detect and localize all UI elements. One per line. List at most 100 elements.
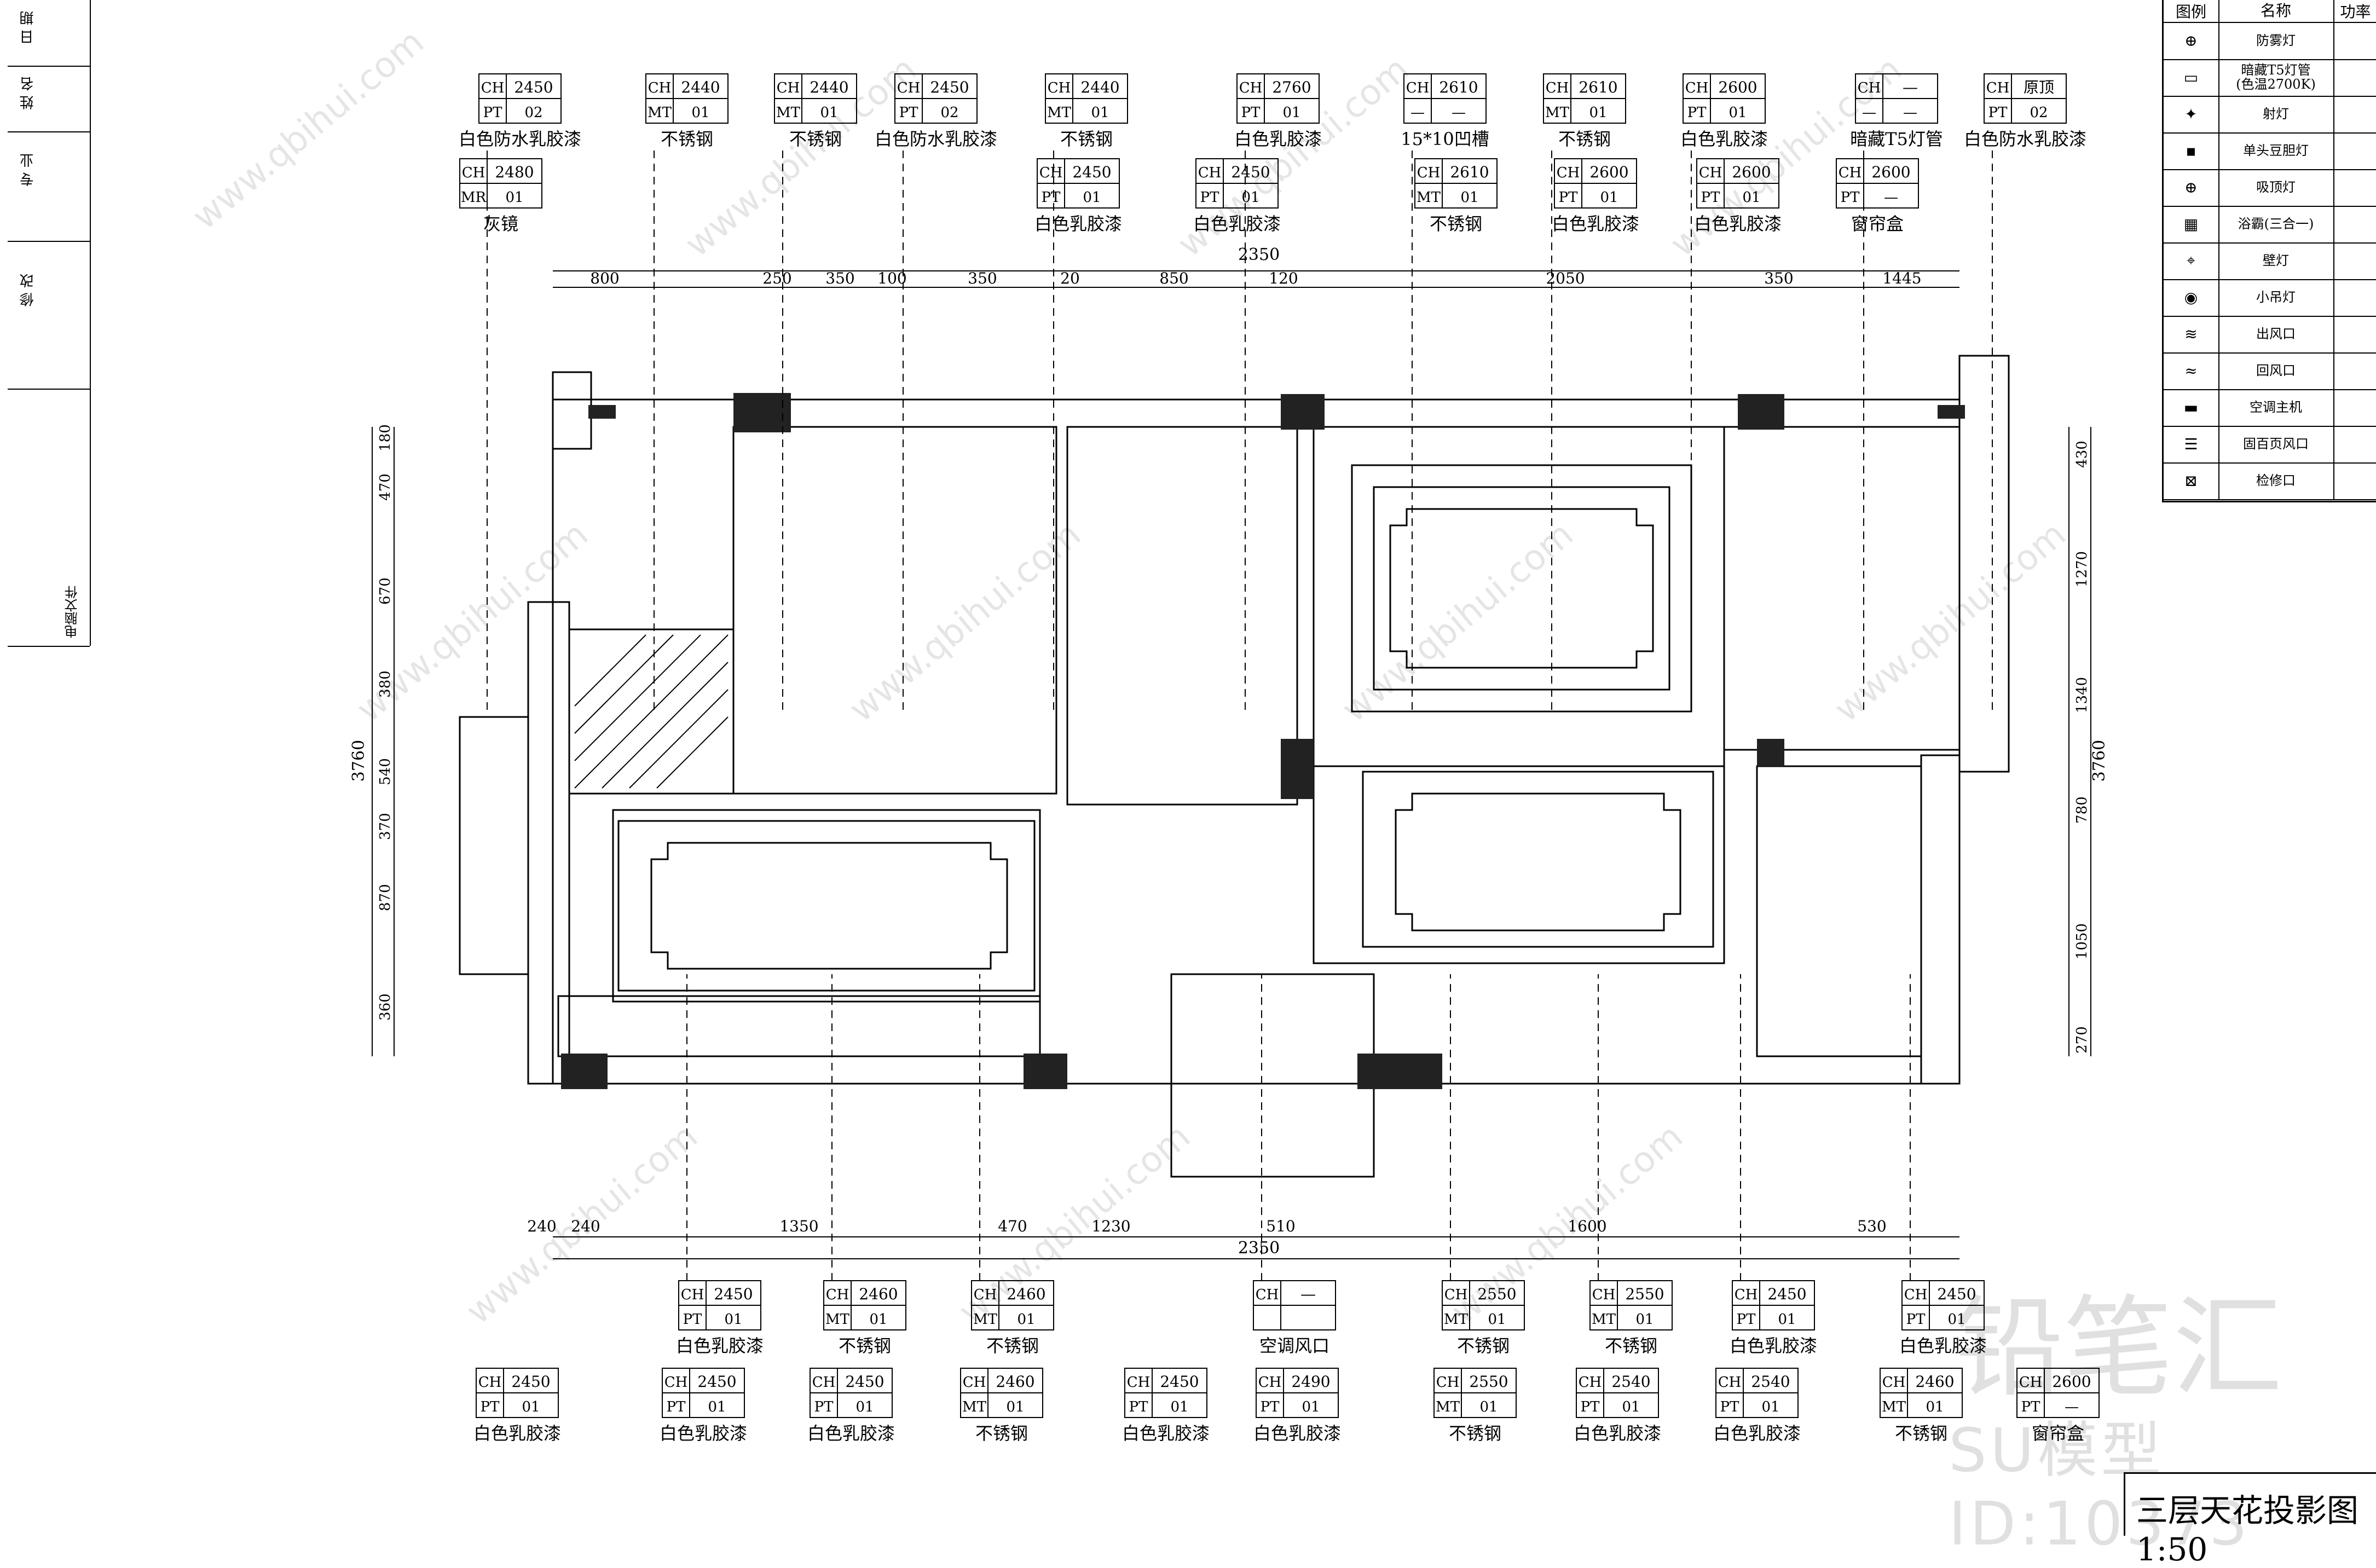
- louver-vent-strip: [557, 995, 1041, 1057]
- tag-material-number: 01: [1460, 189, 1478, 206]
- tag-description: 白色乳胶漆: [660, 1423, 747, 1444]
- tag-ch-value: 2610: [1439, 78, 1478, 96]
- living-room: [612, 809, 1041, 1003]
- material-tag: CH———暗藏T5灯管: [1850, 73, 1943, 149]
- bottom-segment-dimension: 530: [1857, 1217, 1886, 1235]
- tag-description: 白色防水乳胶漆: [1964, 129, 2086, 149]
- tag-material-number: 01: [1778, 1311, 1796, 1328]
- tag-material-number: 01: [1488, 1311, 1506, 1328]
- tag-description: 不锈钢: [1430, 213, 1482, 234]
- tag-material-code: MT: [1592, 1311, 1616, 1328]
- revision-cell-discipline: 专 业: [8, 131, 90, 242]
- tag-ch-value: 2450: [1072, 163, 1111, 181]
- left-segment-dimension: 870: [377, 884, 394, 911]
- tag-material-code: MT: [1436, 1399, 1460, 1415]
- legend-item-name: 暗藏T5灯管 (色温2700K): [2218, 59, 2334, 96]
- top-segment-dimension: 2050: [1546, 269, 1585, 287]
- tag-material-code: MT: [1444, 1311, 1469, 1328]
- legend-item-name: 小吊灯: [2218, 279, 2334, 316]
- right-segment-dimension: 270: [2074, 1026, 2090, 1054]
- bathroom-room: [732, 426, 1057, 795]
- bottom-segment-dimension: 1350: [779, 1217, 818, 1235]
- legend-row: ◉小吊灯: [2164, 279, 2376, 317]
- legend-row: ⊕吸顶灯: [2164, 169, 2376, 207]
- t5-tube-icon: ▭: [2164, 59, 2219, 96]
- tag-ch-value: 2550: [1469, 1373, 1508, 1391]
- top-segment-dimension: 20: [1060, 269, 1080, 287]
- tag-ch-value: 2450: [697, 1373, 736, 1391]
- tag-ch-label: CH: [1718, 1374, 1742, 1391]
- tag-ch-label: CH: [1239, 80, 1263, 96]
- tag-ch-label: CH: [1406, 80, 1430, 96]
- tag-ch-value: 2440: [681, 78, 720, 96]
- study-room: [1313, 765, 1725, 964]
- tag-material-number: 01: [1479, 1399, 1498, 1415]
- left-bay-window: [459, 716, 529, 975]
- legend-row: ⌖壁灯: [2164, 242, 2376, 280]
- tag-ch-value: 2450: [514, 78, 553, 96]
- legend-header-name: 名称: [2218, 0, 2334, 22]
- tag-material-code: PT: [1906, 1311, 1926, 1328]
- tag-ch-label: CH: [1127, 1374, 1151, 1391]
- left-segment-dimension: 380: [377, 670, 394, 698]
- closet-room: [1756, 765, 1922, 1057]
- legend-row: ▪单头豆胆灯: [2164, 132, 2376, 170]
- legend-row: ▦浴霸(三合一): [2164, 205, 2376, 244]
- tag-ch-value: 2610: [1450, 163, 1489, 181]
- legend-row: ⊕防雾灯: [2164, 22, 2376, 60]
- left-total-dimension: 3760: [349, 740, 368, 782]
- tag-ch-value: 2450: [511, 1373, 550, 1391]
- tag-material-code: PT: [1129, 1399, 1148, 1415]
- legend-item-name: 吸顶灯: [2218, 169, 2334, 206]
- tag-material-code: PT: [1241, 105, 1261, 121]
- legend-item-name: 回风口: [2218, 352, 2334, 389]
- tag-ch-label: CH: [1735, 1287, 1758, 1303]
- tag-ch-label: CH: [1986, 80, 2010, 96]
- tag-ch-label: CH: [897, 80, 921, 96]
- tag-material-code: PT: [1042, 189, 1061, 206]
- legend-row: ✦射灯: [2164, 95, 2376, 134]
- tag-material-code: MT: [1047, 105, 1072, 121]
- tag-description: 不锈钢: [1060, 129, 1113, 149]
- tag-ch-value: 2450: [1231, 163, 1270, 181]
- top-segment-dimension: 350: [968, 269, 997, 287]
- tag-material-number: 01: [1600, 189, 1618, 206]
- ceiling-lamp-icon: ⊕: [2164, 169, 2219, 206]
- tag-ch-label: CH: [1444, 1287, 1468, 1303]
- legend-item-name: 固百页风口: [2218, 425, 2334, 462]
- tag-material-number: 01: [1728, 105, 1747, 121]
- tag-ch-value: 2450: [1160, 1373, 1199, 1391]
- tag-material-number: 01: [1091, 105, 1109, 121]
- left-bay: [527, 601, 570, 1085]
- right-window: [1958, 355, 2010, 773]
- tag-material-number: —: [2065, 1399, 2079, 1415]
- left-segment-dimension: 670: [377, 577, 394, 605]
- tag-ch-value: —: [1300, 1285, 1316, 1303]
- tag-description: 白色防水乳胶漆: [459, 129, 581, 149]
- tag-description: 白色乳胶漆: [1193, 213, 1281, 234]
- tag-ch-value: 2490: [1291, 1373, 1330, 1391]
- tag-ch-value: 2540: [1611, 1373, 1650, 1391]
- louver-vent-icon: ☰: [2164, 425, 2219, 462]
- tag-ch-value: 2450: [1767, 1285, 1806, 1303]
- tag-ch-value: 2460: [1007, 1285, 1045, 1303]
- legend-item-name: 防雾灯: [2218, 22, 2334, 59]
- left-segment-dimension: 370: [377, 813, 394, 840]
- tag-ch-label: CH: [478, 1374, 502, 1391]
- access-hatch-icon: ⊠: [2164, 462, 2219, 499]
- tag-ch-value: 2600: [1871, 163, 1910, 181]
